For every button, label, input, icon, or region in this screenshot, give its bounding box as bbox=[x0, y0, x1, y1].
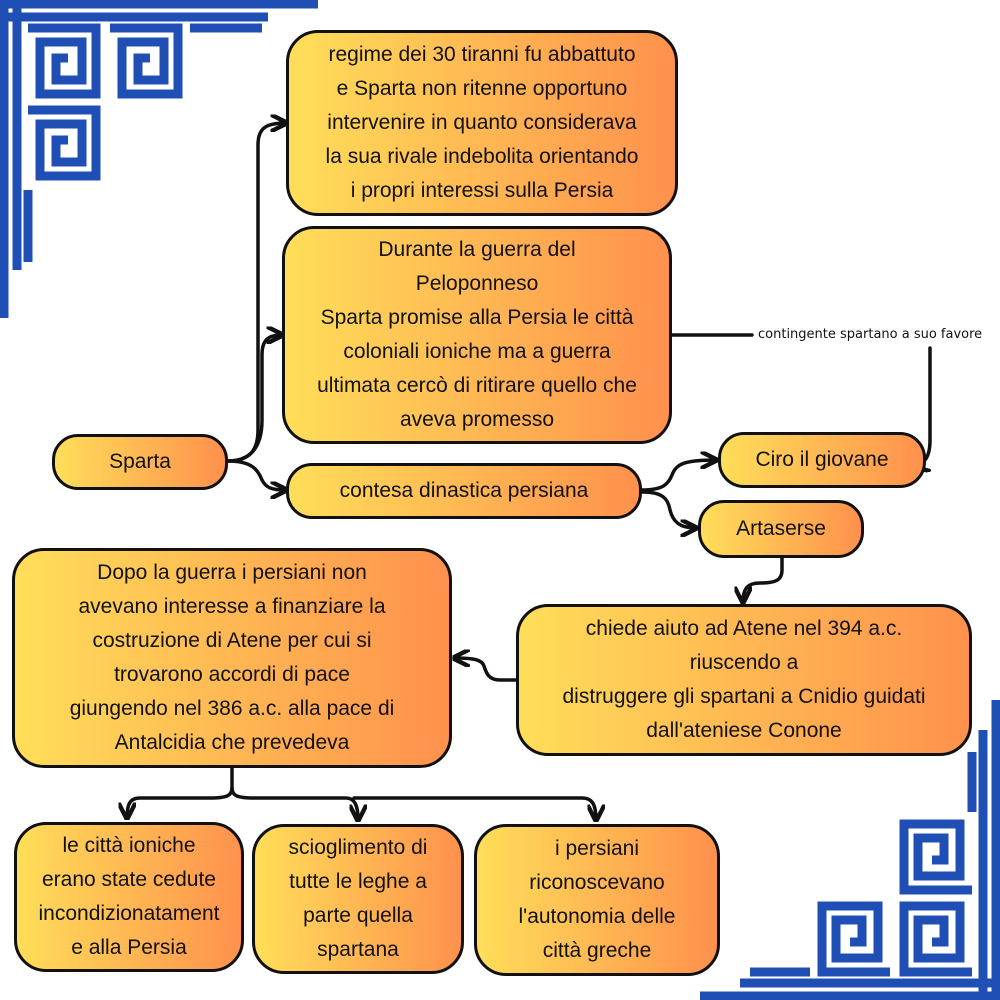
node-ciro: Ciro il giovane bbox=[718, 432, 926, 488]
node-citta-ioniche: le città ioniche erano state cedute inco… bbox=[14, 822, 244, 972]
node-aiuto-atene: chiede aiuto ad Atene nel 394 a.c. riusc… bbox=[516, 604, 972, 756]
edge-dopo-scioglimento bbox=[230, 786, 358, 820]
edge-artaserse-aiuto bbox=[743, 556, 784, 602]
node-artaserse: Artaserse bbox=[698, 500, 864, 558]
node-peloponneso: Durante la guerra del Peloponneso Sparta… bbox=[282, 226, 672, 444]
edge-aiuto-dopo bbox=[454, 658, 518, 682]
greek-key-bottom-right bbox=[700, 700, 1000, 1000]
edge-dopo-children bbox=[127, 766, 234, 818]
edge-dopo-autonomia bbox=[352, 796, 596, 820]
edge-label-contingente: contingente spartano a suo favore bbox=[758, 327, 983, 342]
edge-sparta-tiranni bbox=[226, 123, 286, 463]
edge-contesa-artaserse bbox=[640, 490, 696, 528]
node-autonomia: i persiani riconoscevano l'autonomia del… bbox=[474, 824, 720, 976]
edge-sparta-contesa bbox=[226, 459, 286, 490]
node-tiranni: regime dei 30 tiranni fu abbattuto e Spa… bbox=[286, 30, 678, 216]
greek-key-top-left bbox=[0, 0, 318, 318]
node-scioglimento: scioglimento di tutte le leghe a parte q… bbox=[252, 824, 464, 974]
node-sparta: Sparta bbox=[52, 434, 228, 490]
node-contesa: contesa dinastica persiana bbox=[286, 463, 642, 519]
node-dopo-guerra: Dopo la guerra i persiani non avevano in… bbox=[12, 548, 452, 768]
edge-sparta-peloponneso bbox=[226, 335, 282, 463]
edge-contesa-ciro bbox=[640, 460, 716, 492]
